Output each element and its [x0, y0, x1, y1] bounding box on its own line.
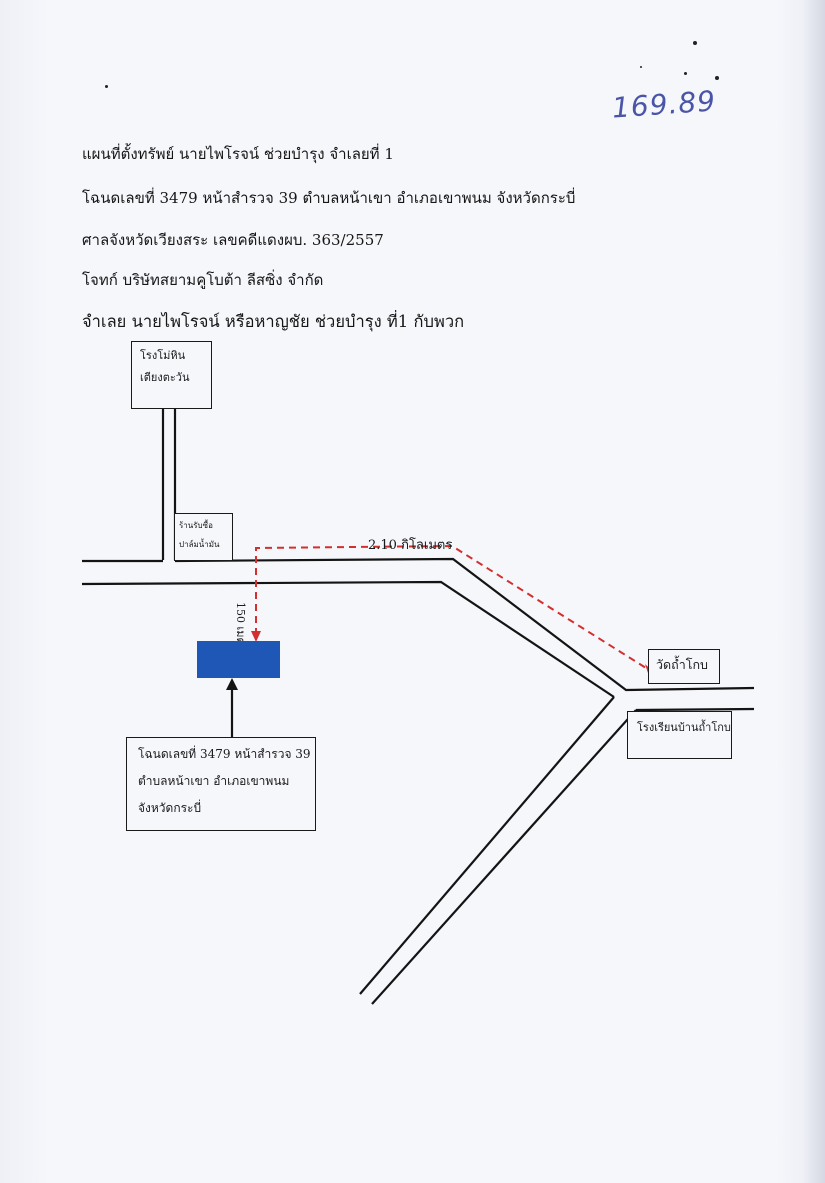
deed-line: โฉนดเลขที่ 3479 หน้าสำรวจ 39 ตำบลหน้าเขา…: [82, 189, 576, 207]
plaintiff-line: โจทก์ บริษัทสยามคูโบต้า ลีสซิ่ง จำกัด: [82, 271, 324, 289]
main-road-lower-right: [635, 707, 755, 712]
shop-box: [174, 513, 233, 561]
route-line: [255, 544, 655, 674]
land-parcel: [197, 641, 280, 678]
temple-label: วัดถ้ำโกบ: [656, 657, 708, 672]
parcel-desc-line-2: ตำบลหน้าเขา อำเภอเขาพนม: [138, 774, 290, 788]
sawmill-label-2: เตียงตะวัน: [140, 371, 190, 384]
scan-speck: [684, 72, 687, 75]
main-road-lower-left: [81, 580, 615, 698]
route-arrow-down-icon: [251, 631, 261, 642]
sawmill-label-1: โรงโม่หิน: [140, 349, 186, 362]
school-box: [627, 711, 732, 759]
shop-label-2: ปาล์มน้ำมัน: [179, 540, 220, 549]
parcel-description-box: [126, 737, 316, 831]
distance-label: 2.10 กิโลเมตร: [368, 538, 453, 553]
parcel-desc-line-3: จังหวัดกระบี่: [138, 801, 202, 815]
scan-speck: [105, 85, 108, 88]
scan-edge-shadow: [803, 0, 825, 1183]
route-path: [255, 544, 655, 674]
scan-speck: [715, 76, 719, 80]
sawmill-box: [131, 341, 212, 409]
pointer-arrow-icon: [226, 678, 238, 690]
temple-box: [648, 649, 720, 684]
roads: [81, 408, 755, 1005]
parcel-desc-line-1: โฉนดเลขที่ 3479 หน้าสำรวจ 39: [138, 747, 311, 761]
main-road-upper-edge: [174, 557, 755, 692]
diagonal-road-right-edge: [371, 709, 637, 1005]
scan-speck: [693, 41, 697, 45]
court-line: ศาลจังหวัดเวียงสระ เลขคดีแดงผบ. 363/2557: [82, 231, 384, 249]
shop-label-1: ร้านรับซื้อ: [179, 521, 213, 530]
title-line: แผนที่ตั้งทรัพย์ นายไพโรจน์ ช่วยบำรุง จำ…: [82, 145, 394, 163]
defendant-line: จำเลย นายไพโรจน์ หรือหาญชัย ช่วยบำรุง ที…: [82, 312, 465, 331]
scan-speck: [640, 66, 642, 68]
school-label: โรงเรียนบ้านถ้ำโกบ: [637, 721, 731, 734]
diagonal-road-left-edge: [359, 696, 615, 995]
